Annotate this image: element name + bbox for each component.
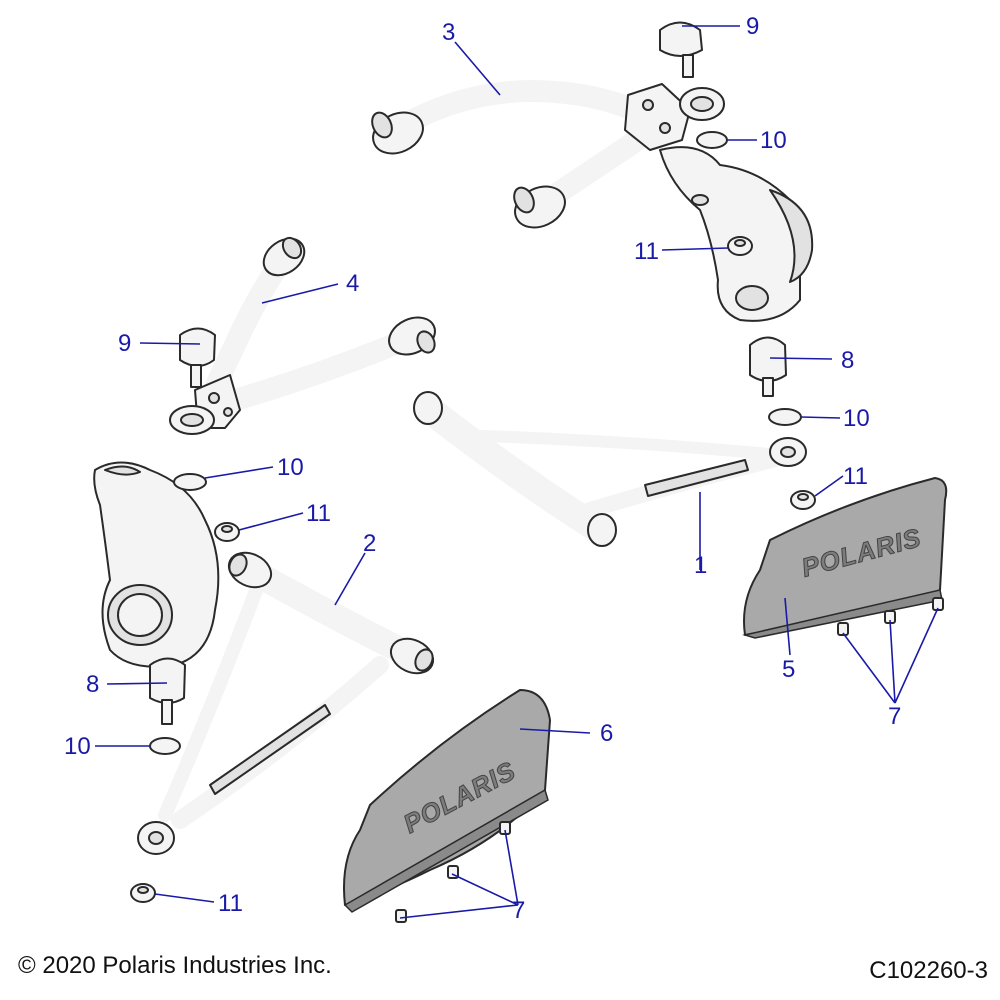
retaining-ring-2 (173, 473, 207, 491)
callout-7a: 7 (888, 703, 901, 730)
ball-joint-upper-left (179, 327, 216, 388)
screw-1 (837, 622, 849, 636)
lower-a-arm-center (413, 391, 807, 547)
callout-2: 2 (363, 530, 376, 557)
callout-11c: 11 (843, 463, 868, 490)
callout-4: 4 (346, 270, 359, 297)
callout-6: 6 (600, 720, 613, 747)
a-arm-guard-center: POLARIS (343, 689, 551, 913)
callout-9a: 9 (746, 13, 759, 40)
callout-9b: 9 (118, 330, 131, 357)
retaining-ring-3 (768, 408, 802, 426)
steering-knuckle-right (659, 146, 814, 322)
callout-10b: 10 (277, 454, 304, 481)
callout-11d: 11 (218, 890, 243, 917)
ball-joint-top-right (659, 21, 703, 78)
callout-8b: 8 (86, 671, 99, 698)
callout-11b: 11 (306, 500, 331, 527)
callout-1: 1 (694, 552, 707, 579)
bushing-1 (727, 236, 753, 256)
lower-a-arm-left (137, 551, 435, 855)
drawing-number: C102260-3 (869, 957, 988, 984)
ball-joint-lower-left (149, 657, 186, 725)
callout-11a: 11 (634, 238, 659, 265)
copyright-notice: © 2020 Polaris Industries Inc. (18, 952, 332, 979)
callout-3: 3 (442, 19, 455, 46)
callout-labels: 1 2 3 4 5 6 7 7 8 8 9 9 10 10 10 10 11 1… (64, 13, 901, 924)
upper-a-arm-right (371, 80, 725, 229)
retaining-ring-1 (696, 131, 728, 149)
leader-lines (95, 25, 939, 919)
callout-5: 5 (782, 656, 795, 683)
retaining-ring-4 (149, 737, 181, 755)
callout-10d: 10 (64, 733, 91, 760)
callout-7b: 7 (512, 897, 525, 924)
steering-knuckle-left (93, 461, 220, 668)
upper-a-arm-left (169, 236, 436, 435)
callout-8a: 8 (841, 347, 854, 374)
bushing-4 (130, 883, 156, 903)
bushing-2 (214, 522, 240, 542)
screw-6 (395, 909, 407, 923)
callout-10c: 10 (843, 405, 870, 432)
callout-10a: 10 (760, 127, 787, 154)
screw-3 (932, 597, 944, 611)
bushing-3 (790, 490, 816, 510)
ball-joint-lower-right (749, 336, 787, 397)
a-arm-guard-right: POLARIS (742, 477, 948, 639)
